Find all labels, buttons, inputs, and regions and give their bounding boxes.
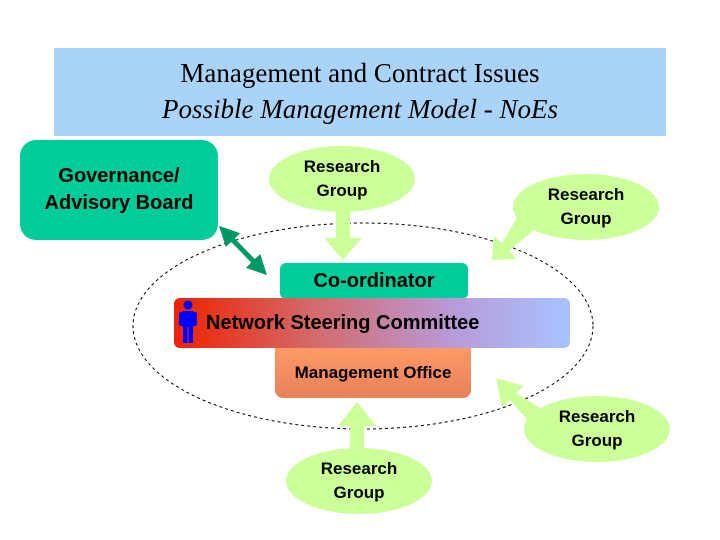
steering-committee-label: Network Steering Committee [206,311,480,334]
research-group-label-line1: Research [558,407,636,426]
page-title: Management and Contract Issues [180,58,540,88]
research-group-label-line1: Research [320,459,398,478]
page-subtitle: Possible Management Model - NoEs [162,94,558,124]
research-group-bottom-right: Research Group [524,396,670,462]
governance-advisory-board: Governance/ Advisory Board [20,140,218,240]
research-group-label-line2: Group [316,181,368,200]
governance-label-line1: Governance/ [58,165,180,187]
research-group-label-line2: Group [560,209,612,228]
research-arrow-top-right [492,216,534,260]
coordinator-box: Co-ordinator [280,263,468,299]
governance-label-line2: Advisory Board [44,192,194,214]
research-group-top-right: Research Group [513,174,659,240]
person-icon [179,300,197,343]
research-group-top: Research Group [269,146,415,212]
research-arrow-bottom [338,402,376,452]
title-banner [54,48,666,136]
research-group-label-line1: Research [303,157,381,176]
research-group-bottom: Research Group [286,448,432,514]
coordinator-label: Co-ordinator [313,269,435,292]
management-office-box: Management Office [275,348,471,398]
research-group-label-line1: Research [547,185,625,204]
research-group-label-line2: Group [571,431,623,450]
management-office-label: Management Office [294,363,452,382]
governance-coordinator-arrow [219,225,267,276]
research-group-label-line2: Group [333,483,385,502]
network-steering-committee-bar [174,298,570,348]
